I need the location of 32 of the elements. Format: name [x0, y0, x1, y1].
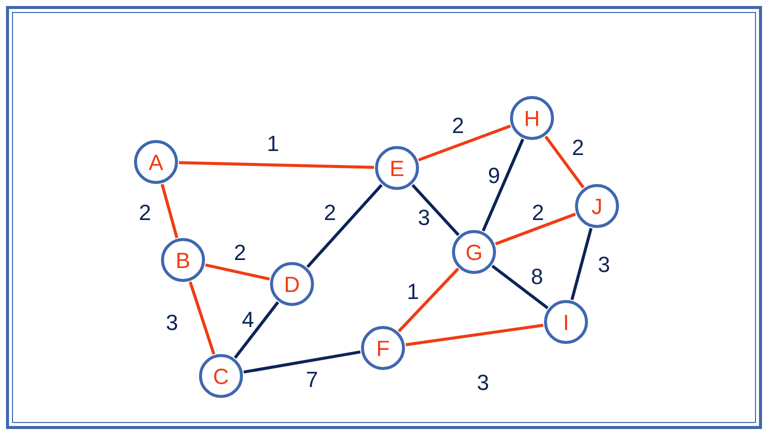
edge-line — [398, 268, 460, 332]
edge-line — [495, 212, 576, 246]
edge-line — [178, 161, 374, 169]
edge-line — [544, 136, 585, 188]
edge-line — [205, 263, 270, 281]
edge-line — [406, 324, 544, 346]
edge-weight: 1 — [266, 133, 280, 155]
edge-line — [482, 138, 524, 232]
edge-weight: 2 — [572, 137, 584, 159]
edge-line — [188, 281, 216, 355]
edge-line — [306, 184, 383, 268]
edge-weight: 1 — [406, 281, 420, 303]
edge-weight: 8 — [530, 266, 544, 288]
edge-line — [418, 124, 511, 162]
edge-weight: 2 — [138, 202, 152, 224]
edge-weight: 7 — [306, 369, 318, 391]
edge-line — [234, 301, 280, 359]
edge-weight: 2 — [234, 242, 246, 264]
edge-weight: 3 — [418, 207, 430, 229]
edge-weight: 4 — [242, 309, 254, 331]
edge-line — [491, 264, 549, 310]
edge-line — [160, 184, 178, 238]
edge-line — [570, 228, 592, 300]
edge-weight: 3 — [598, 254, 610, 276]
edge-weight: 2 — [452, 115, 464, 137]
edge-weight: 3 — [166, 312, 178, 334]
edge-weight: 2 — [532, 202, 544, 224]
edge-weight: 2 — [324, 202, 336, 224]
edge-line — [411, 184, 460, 236]
edge-weight: 3 — [476, 372, 490, 394]
edge-weight: 9 — [488, 165, 500, 187]
edge-line — [243, 350, 361, 374]
